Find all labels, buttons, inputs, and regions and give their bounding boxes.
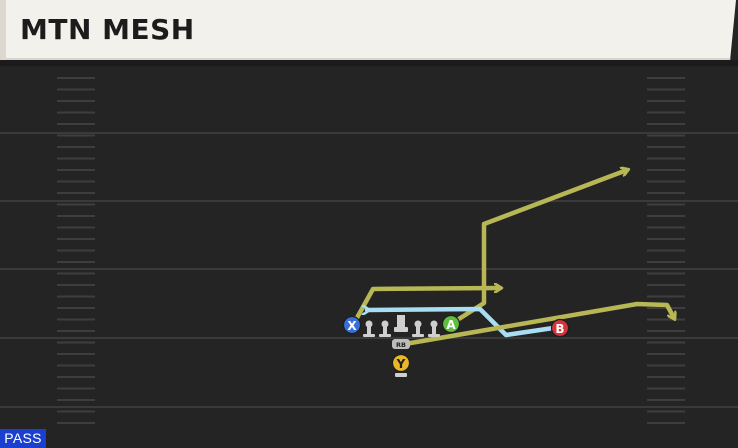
- receiver-b-label: B: [555, 322, 564, 336]
- route-rb: [402, 301, 674, 347]
- lineman-marker: [379, 320, 391, 337]
- field-surface: [0, 60, 738, 448]
- hash-marks: [57, 77, 685, 424]
- b-button-icon: [550, 318, 570, 338]
- receiver-b[interactable]: B: [550, 318, 570, 338]
- route-b: [367, 309, 563, 338]
- y-button-icon: [391, 353, 411, 373]
- play-field: X A B RB Y: [0, 60, 738, 448]
- lineman-marker: [363, 320, 375, 337]
- title-accent-stripe: [0, 0, 6, 60]
- play-name: MTN MESH: [20, 13, 195, 46]
- receiver-y[interactable]: Y: [391, 353, 411, 378]
- receiver-y-label: Y: [396, 357, 406, 371]
- field-top-shadow: [0, 60, 738, 66]
- center-marker: [394, 315, 408, 332]
- route-a: [448, 170, 627, 327]
- play-diagram: X A B RB Y: [0, 60, 738, 448]
- route-x: [350, 288, 500, 328]
- receiver-a-label: A: [446, 318, 456, 332]
- routes: [350, 170, 674, 347]
- y-stance-base-icon: [395, 373, 407, 377]
- rb-marker-icon: [392, 339, 410, 349]
- a-button-icon: [441, 314, 461, 334]
- x-button-icon: [342, 315, 362, 335]
- play-title-bar: MTN MESH: [0, 0, 736, 60]
- receiver-a[interactable]: A: [441, 314, 461, 334]
- receiver-x-label: X: [347, 319, 357, 333]
- yard-lines: [0, 132, 738, 408]
- offensive-line: [363, 315, 440, 337]
- rb-label: RB: [396, 341, 406, 349]
- lineman-marker: [412, 320, 424, 337]
- play-type-badge[interactable]: PASS: [0, 429, 46, 448]
- lineman-marker: [428, 320, 440, 337]
- running-back: RB: [392, 339, 410, 349]
- receiver-x[interactable]: X: [342, 315, 362, 335]
